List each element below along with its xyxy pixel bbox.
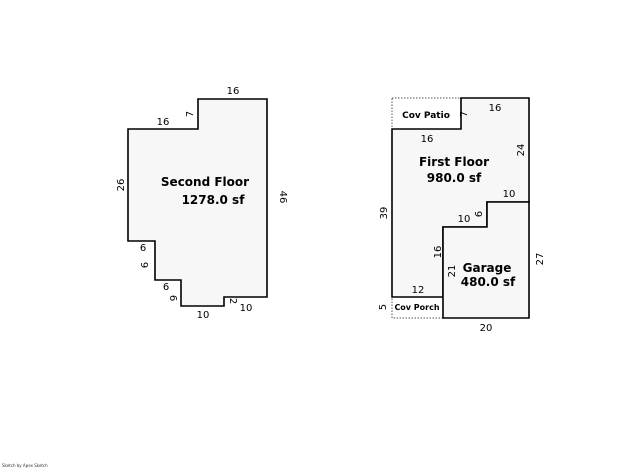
dim-label: 5 [378, 304, 389, 310]
dim-label: 7 [459, 111, 470, 117]
dim-label: 10 [240, 303, 253, 314]
dim-label: 16 [433, 246, 444, 259]
garage-area-label: 480.0 sf [461, 275, 516, 289]
dim-label: 6 [163, 282, 169, 293]
garage-area[interactable]: Garage 480.0 sf 21 27 20 [442, 201, 546, 334]
dim-label: 39 [379, 207, 390, 220]
first-floor-area[interactable]: First Floor 980.0 sf 16 7 16 24 10 10 6 … [379, 97, 530, 298]
cov-porch-area[interactable]: Cov Porch 5 [378, 296, 444, 319]
dim-label: 12 [412, 285, 425, 296]
dim-label: 26 [116, 179, 127, 192]
garage-outline [442, 201, 530, 319]
dim-label: 10 [458, 214, 471, 225]
garage-label: Garage [463, 261, 512, 275]
dim-label: 6 [474, 211, 485, 217]
second-floor-outline [127, 98, 268, 307]
cov-patio-area[interactable]: Cov Patio [391, 97, 462, 130]
footer-credit: Sketch by Apex Sketch [2, 463, 48, 468]
dim-label: 20 [480, 323, 493, 334]
dim-label: 6 [140, 243, 146, 254]
dim-label: 10 [197, 310, 210, 321]
dim-label: 9 [138, 262, 149, 268]
dim-label: 46 [277, 191, 288, 204]
dim-label: 21 [447, 265, 458, 278]
dim-label: 7 [185, 111, 196, 117]
dim-label: 10 [503, 189, 516, 200]
dim-label: 6 [167, 295, 178, 301]
dim-label: 27 [535, 253, 546, 266]
first-floor-label: First Floor [419, 155, 489, 169]
dim-label: 16 [227, 86, 240, 97]
dim-label: 16 [489, 103, 502, 114]
dim-label: 16 [157, 117, 170, 128]
first-floor-area-label: 980.0 sf [427, 171, 482, 185]
dim-label: 16 [421, 134, 434, 145]
second-floor-area[interactable]: Second Floor 1278.0 sf 16 16 7 26 46 6 9… [116, 86, 288, 321]
second-floor-area-label: 1278.0 sf [182, 193, 246, 207]
cov-patio-label: Cov Patio [402, 111, 450, 121]
dim-label: 24 [516, 144, 527, 157]
second-floor-label: Second Floor [161, 175, 249, 189]
dim-label: 2 [227, 298, 238, 304]
cov-porch-label: Cov Porch [394, 303, 439, 312]
